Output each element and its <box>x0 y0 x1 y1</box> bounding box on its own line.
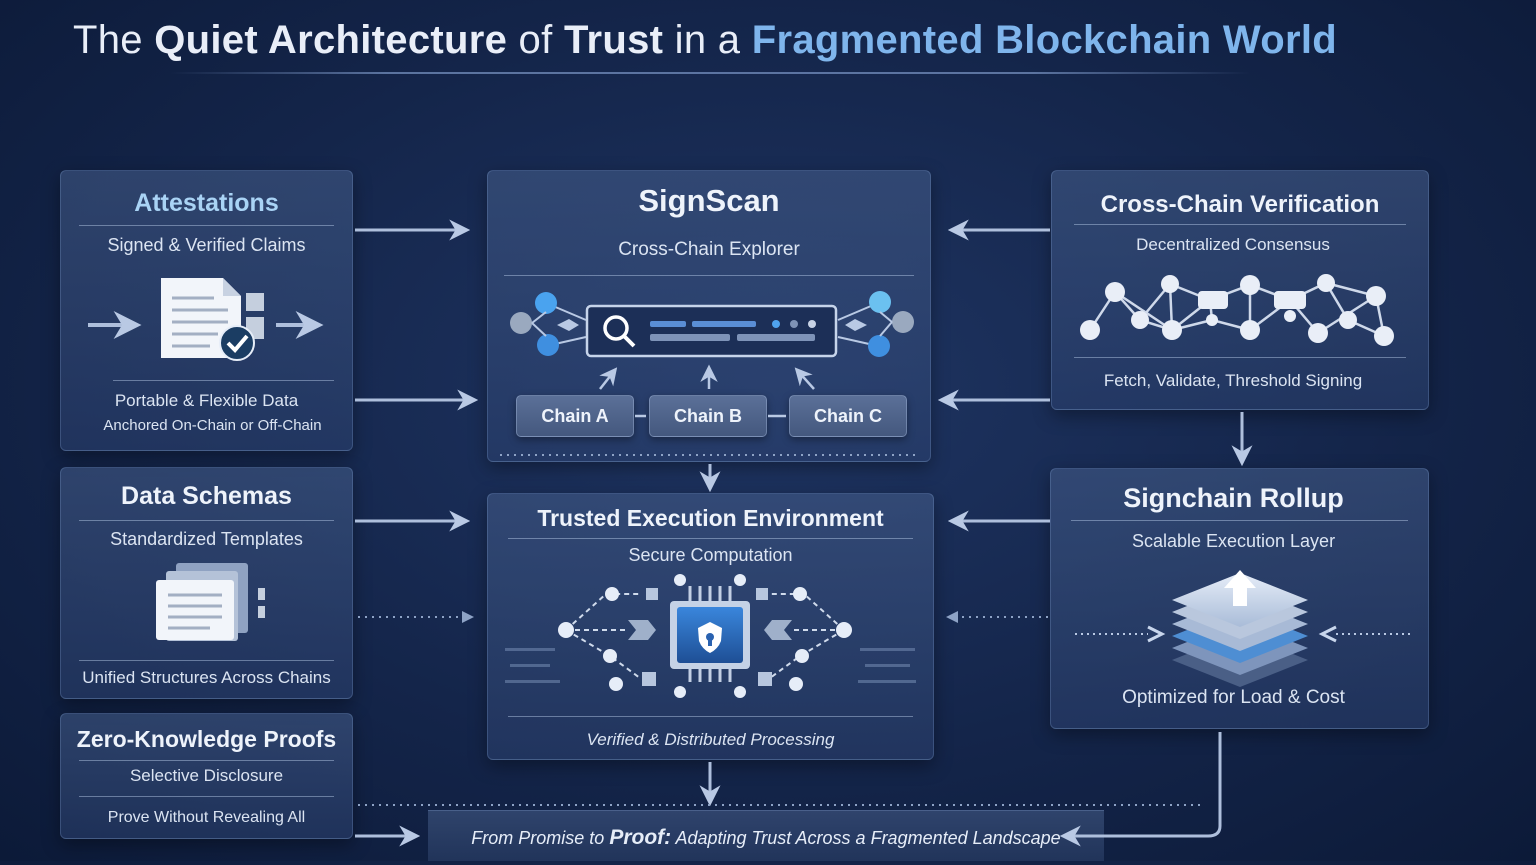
divider <box>79 660 334 661</box>
upload-arrow-icon <box>1224 570 1256 606</box>
left-node-cluster <box>510 292 587 356</box>
title-part: of <box>507 18 564 62</box>
zero-knowledge-subtitle: Selective Disclosure <box>129 766 284 785</box>
attestations-line2: Anchored On-Chain or Off-Chain <box>103 417 322 434</box>
title-part: Trust <box>563 18 664 62</box>
data-schemas-footer: Unified Structures Across Chains <box>82 668 331 687</box>
title-divider <box>170 72 1250 74</box>
divider <box>113 380 334 381</box>
footer-part: From Promise to <box>471 828 610 848</box>
secure-chip-icon <box>558 574 852 698</box>
attestations-subtitle: Signed & Verified Claims <box>107 235 306 255</box>
divider <box>504 275 914 276</box>
template-stack-icon <box>156 563 265 641</box>
zero-knowledge-footer: Prove Without Revealing All <box>107 809 306 826</box>
rollup-subtitle: Scalable Execution Layer <box>1131 531 1336 551</box>
tee-subtitle: Secure Computation <box>628 545 793 565</box>
data-schemas-title: Data Schemas <box>121 482 292 510</box>
chain-c-node: Chain C <box>789 395 907 437</box>
page-title: The Quiet Architecture of Trust in a Fra… <box>0 18 1410 63</box>
consensus-network <box>1088 281 1386 338</box>
signscan-subtitle: Cross-Chain Explorer <box>618 239 800 260</box>
flow-arrows <box>355 219 1253 847</box>
search-bar-graphic <box>585 304 838 358</box>
layer-stack-icon <box>1075 570 1410 687</box>
consensus-nodes <box>1080 274 1394 346</box>
arrowhead-schemas-tee <box>462 611 474 623</box>
dotted-connectors <box>358 454 1200 806</box>
signscan-title: SignScan <box>638 183 780 218</box>
attestations-title: Attestations <box>134 189 279 217</box>
arrowhead-rollup-tee <box>946 611 958 623</box>
rollup-title: Signchain Rollup <box>1123 483 1344 513</box>
cross-chain-footer: Fetch, Validate, Threshold Signing <box>1103 371 1363 390</box>
chain-b-node: Chain B <box>649 395 767 437</box>
rollup-footer: Optimized for Load & Cost <box>1122 687 1345 708</box>
search-icon <box>603 315 629 341</box>
attestations-line1: Portable & Flexible Data <box>114 391 299 410</box>
zero-knowledge-title: Zero-Knowledge Proofs <box>76 726 337 752</box>
divider <box>508 538 913 539</box>
document-check-icon <box>161 278 264 361</box>
cross-chain-title: Cross-Chain Verification <box>1100 191 1380 218</box>
divider <box>79 760 334 761</box>
divider <box>1071 520 1408 521</box>
data-schemas-subtitle: Standardized Templates <box>110 529 303 549</box>
footer-banner: From Promise to Proof: Adapting Trust Ac… <box>428 810 1104 861</box>
divider <box>1074 357 1406 358</box>
divider <box>79 225 334 226</box>
title-part: The <box>73 18 155 62</box>
cross-chain-subtitle: Decentralized Consensus <box>1136 235 1330 254</box>
tee-footer: Verified & Distributed Processing <box>586 730 835 749</box>
tee-dotted-grid <box>505 648 916 683</box>
arrow-rollup-to-footer <box>1059 732 1222 847</box>
tee-title: Trusted Execution Environment <box>537 505 884 531</box>
divider <box>508 716 913 717</box>
divider <box>79 520 334 521</box>
title-part: in a <box>663 18 752 62</box>
footer-part: Adapting Trust Across a Fragmented Lands… <box>671 828 1061 848</box>
chain-a-node: Chain A <box>516 395 634 437</box>
zero-knowledge-panel: Zero-Knowledge Proofs Selective Disclosu… <box>60 713 353 839</box>
title-part: Quiet Architecture <box>154 18 508 62</box>
footer-emphasis: Proof: <box>609 826 672 849</box>
chain-arrows <box>599 364 815 418</box>
right-node-cluster <box>837 291 914 357</box>
divider <box>79 796 334 797</box>
divider <box>1074 224 1406 225</box>
attestations-panel: Attestations Signed & Verified Claims Po… <box>60 170 353 451</box>
title-highlight: Fragmented Blockchain World <box>751 18 1337 62</box>
